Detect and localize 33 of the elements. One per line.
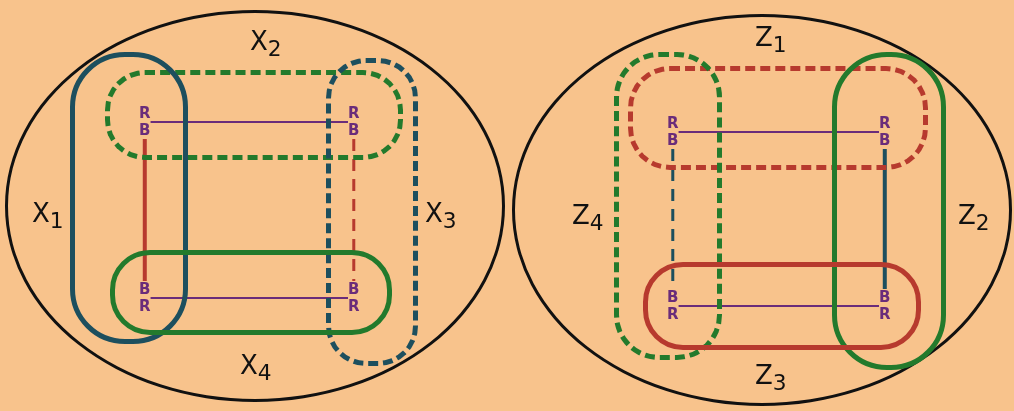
vertex-letter: R [348,298,360,315]
graph-edge [149,297,349,299]
vertex-letter: B [667,289,679,306]
vertex-letter: R [879,115,891,132]
hyperedge-label: X$_{1}$ [32,200,64,232]
vertex-letter: B [879,289,891,306]
vertex-letter: R [139,298,151,315]
vertex-letter: R [667,306,679,323]
vertex-letter: B [139,281,151,298]
graph-edge [882,149,887,289]
hyperedge-label: X$_{2}$ [250,28,282,60]
hyperedge-label: X$_{3}$ [425,200,457,232]
vertex-letter: B [879,132,891,149]
hyperedge-label: Z$_{1}$ [755,24,787,56]
graph-edge [352,139,356,281]
hyperedge-label: Z$_{4}$ [572,202,604,234]
graph-edge [149,121,349,123]
hyperedge-label: Z$_{2}$ [958,202,990,234]
ellipse-outline [5,10,505,402]
hyperedge-label: Z$_{3}$ [755,362,787,394]
vertex-letter: R [139,105,151,122]
vertex-letter: R [348,105,360,122]
vertex-letter: R [667,115,679,132]
graph-edge [677,305,880,307]
graph-edge [677,131,880,133]
vertex-letter: B [667,132,679,149]
hyperedge-label: X$_{4}$ [240,352,272,384]
graph-edge [142,139,147,281]
vertex-letter: B [139,122,151,139]
vertex-letter: B [348,281,360,298]
vertex-letter: R [879,306,891,323]
vertex-letter: B [348,122,360,139]
ellipse-outline [512,14,1012,406]
